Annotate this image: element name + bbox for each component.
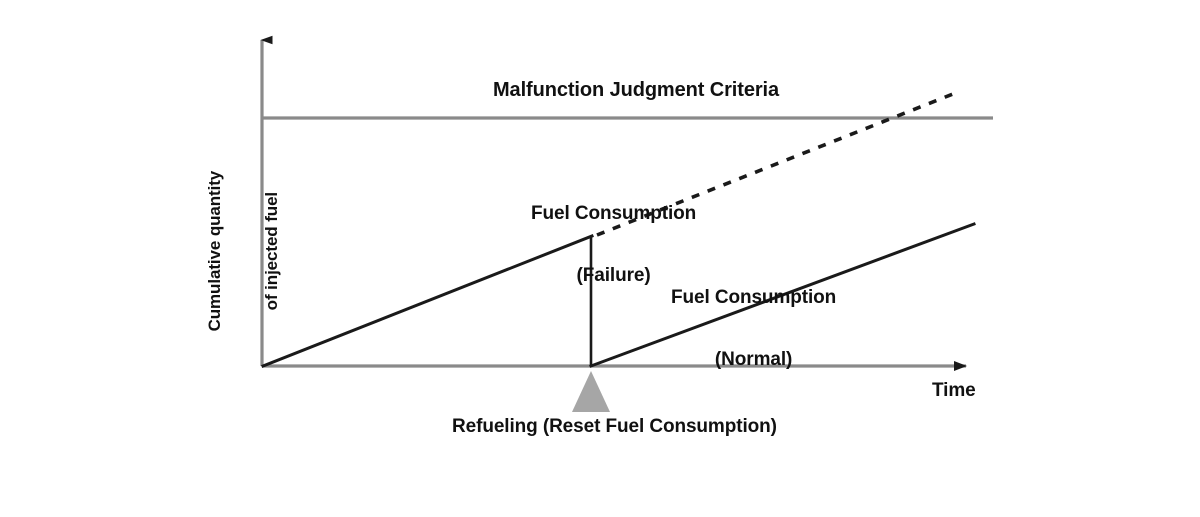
y-axis-label-line-1: Cumulative quantity — [204, 170, 224, 332]
y-axis-label-line-2: of injected fuel — [262, 191, 282, 311]
fuel-consumption-normal-label: Fuel Consumption (Normal) — [671, 247, 836, 411]
failure-line-dashed-projection — [596, 90, 959, 237]
y-axis-label: Cumulative quantity of injected fuel — [167, 141, 319, 361]
fuel-consumption-failure-label: Fuel Consumption (Failure) — [531, 163, 696, 327]
normal-label-line-2: (Normal) — [714, 348, 793, 370]
x-axis-label: Time — [932, 380, 976, 401]
refueling-caption: Refueling (Reset Fuel Consumption) — [452, 416, 777, 437]
normal-label-line-1: Fuel Consumption — [671, 287, 837, 309]
normal-line — [589, 222, 976, 368]
malfunction-judgment-criteria-label: Malfunction Judgment Criteria — [493, 79, 780, 101]
failure-label-line-1: Fuel Consumption — [531, 203, 697, 225]
failure-line-solid-segment — [261, 234, 594, 368]
refueling-marker-triangle — [572, 371, 610, 412]
failure-label-line-2: (Failure) — [576, 264, 651, 286]
